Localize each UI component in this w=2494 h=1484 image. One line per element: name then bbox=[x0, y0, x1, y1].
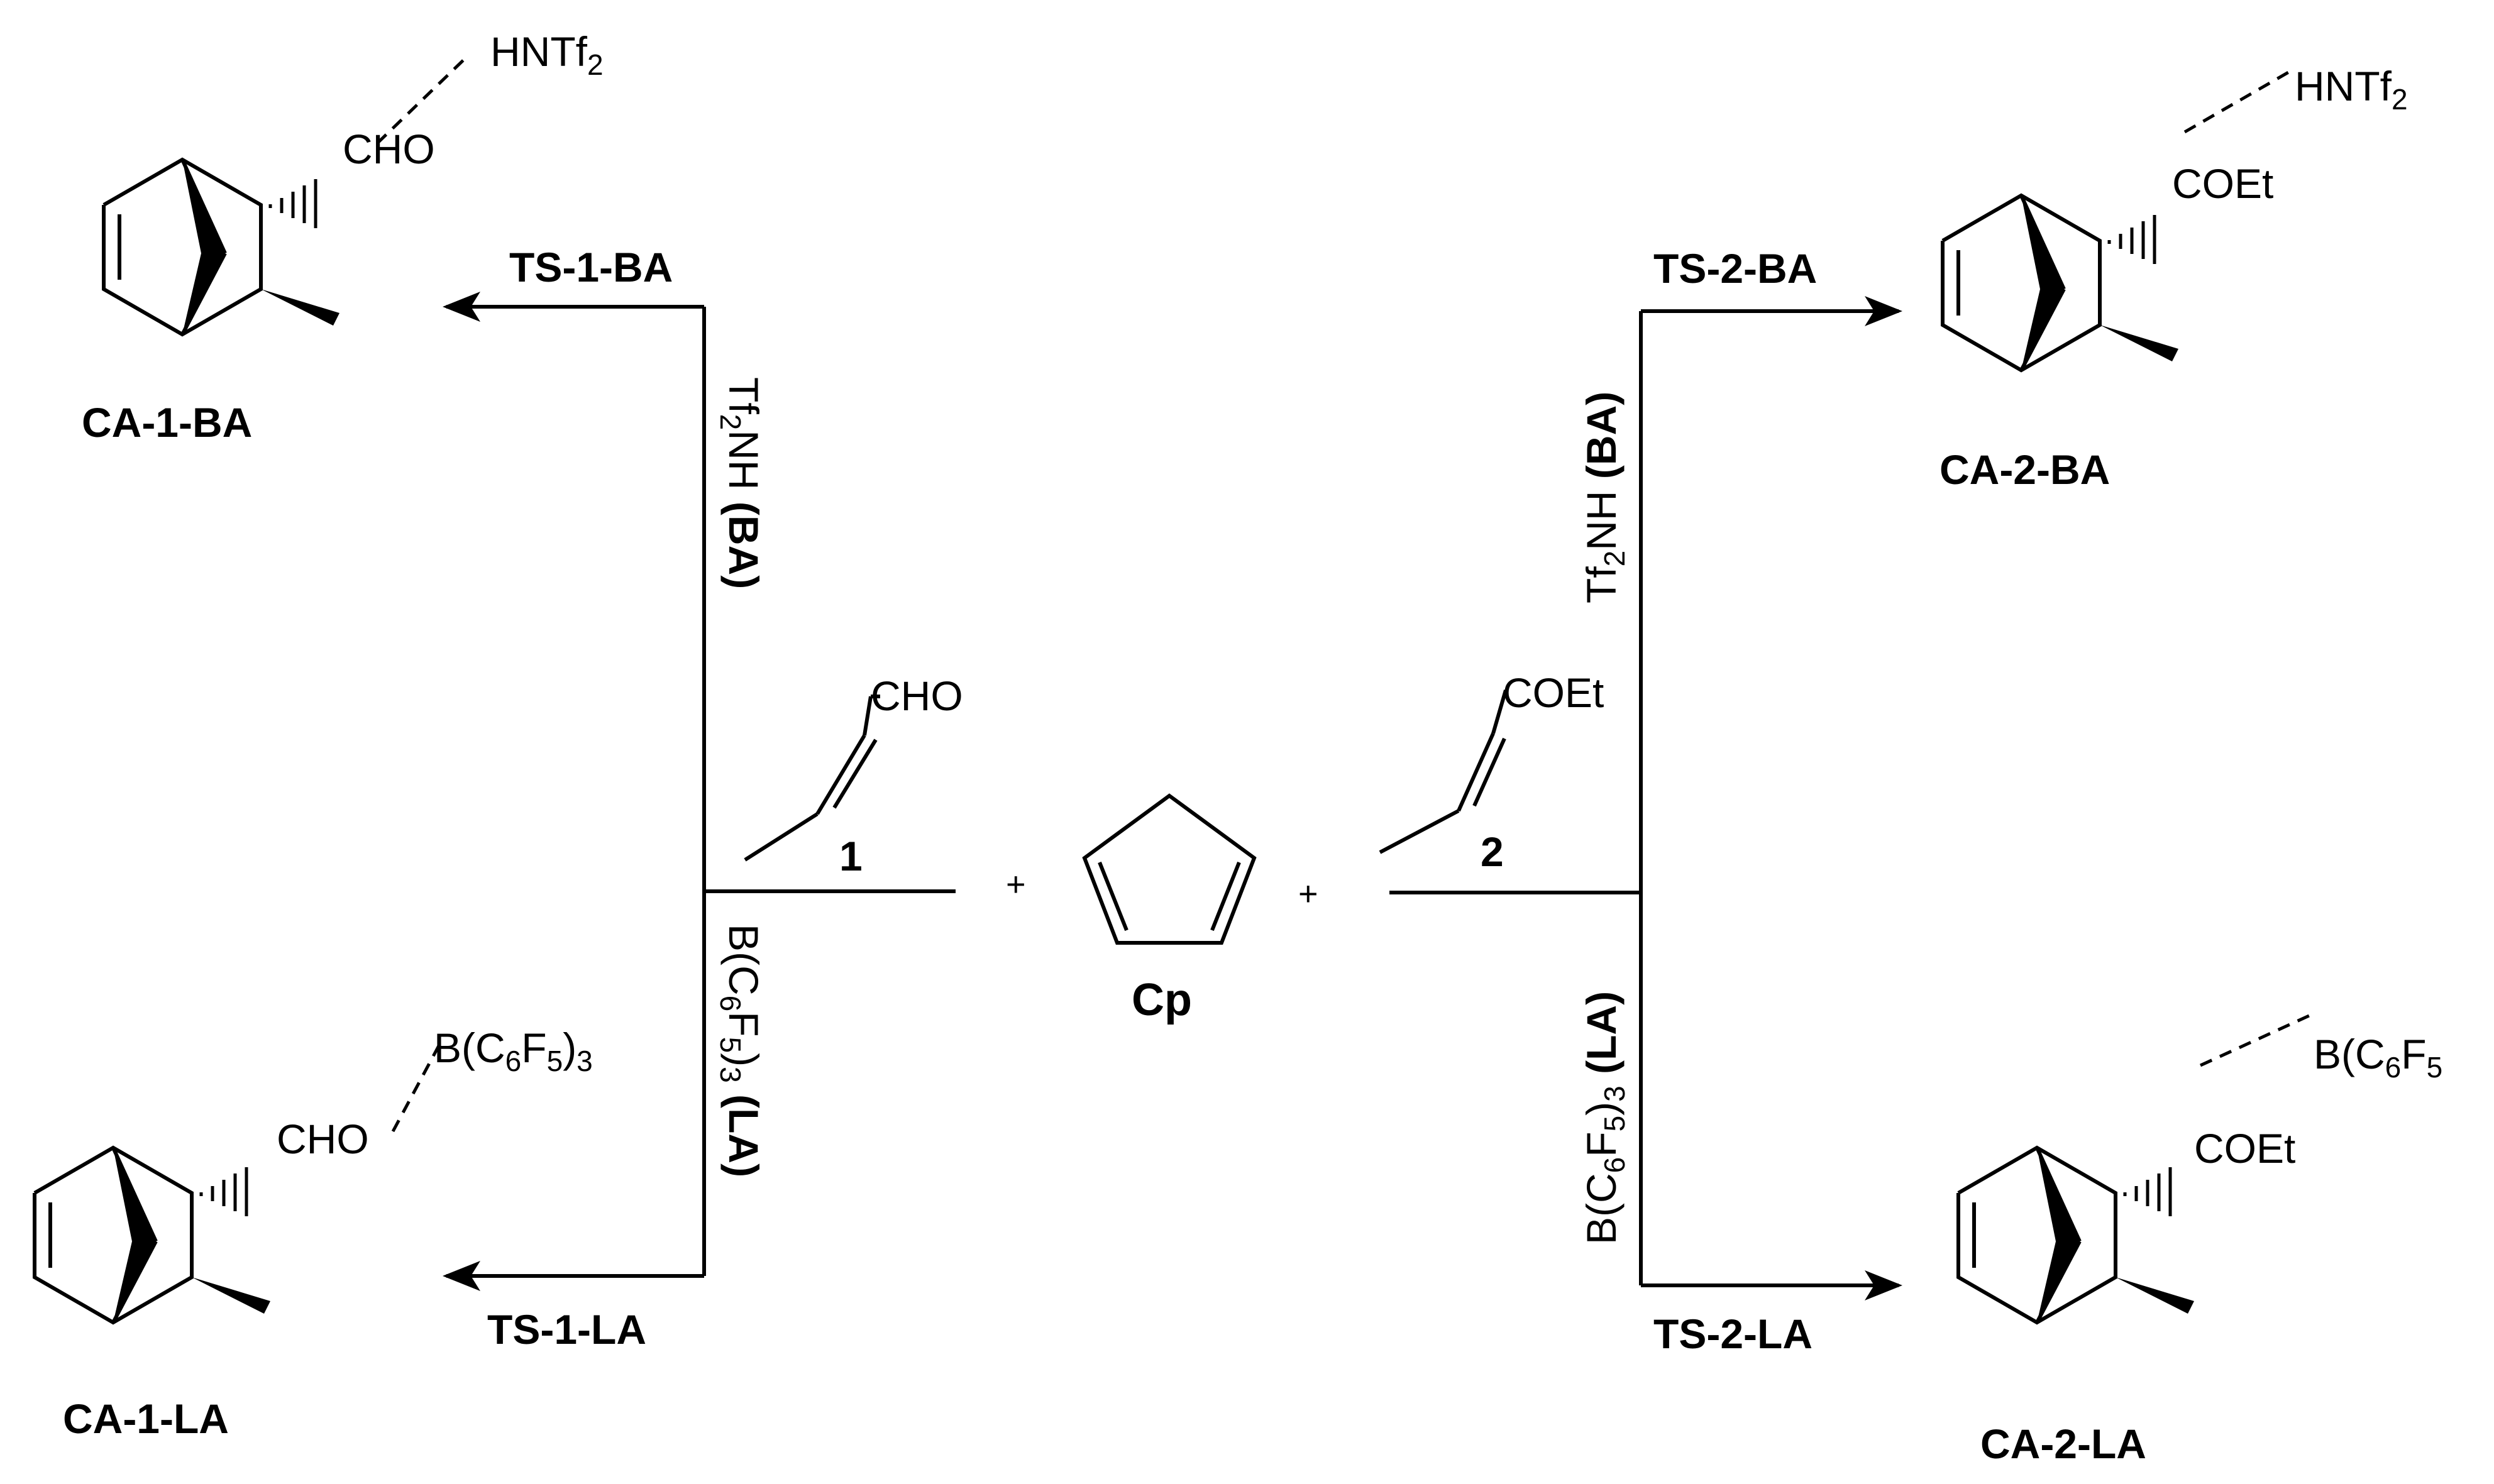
catalyst-ba-left: Tf2NH (BA) bbox=[714, 377, 767, 589]
product-ca2la-complex: B(C6F5 bbox=[2314, 1031, 2442, 1084]
product-ca2la-label: CA-2-LA bbox=[1980, 1421, 2146, 1467]
cyclopentadiene-label: Cp bbox=[1132, 975, 1192, 1025]
plus-sign-1: + bbox=[1006, 866, 1026, 903]
compound-2-label: 2 bbox=[1481, 828, 1504, 875]
crotonaldehyde-structure bbox=[744, 695, 880, 862]
ketone-group-label: COEt bbox=[1503, 669, 1604, 716]
catalyst-ba-right: Tf2NH (BA) bbox=[1578, 392, 1631, 603]
product-ca2ba-structure bbox=[1941, 70, 2290, 373]
catalyst-la-left: B(C6F5)3 (LA) bbox=[714, 924, 767, 1177]
product-ca1la-structure bbox=[33, 1042, 442, 1325]
plus-sign-2: + bbox=[1298, 875, 1318, 913]
ts1ba-label: TS-1-BA bbox=[509, 244, 673, 290]
aldehyde-group-label: CHO bbox=[871, 673, 963, 719]
vinyl-ketone-structure bbox=[1379, 690, 1508, 854]
product-ca2ba-label: CA-2-BA bbox=[1939, 446, 2110, 493]
product-ca1la-group: CHO bbox=[277, 1116, 369, 1162]
ts1la-label: TS-1-LA bbox=[487, 1306, 646, 1353]
compound-1-label: 1 bbox=[839, 833, 863, 879]
ts2la-label: TS-2-LA bbox=[1653, 1311, 1813, 1357]
product-ca1ba-structure bbox=[102, 54, 470, 337]
product-ca1la-complex: B(C6F5)3 bbox=[434, 1025, 593, 1077]
product-ca1ba-label: CA-1-BA bbox=[82, 399, 252, 446]
ts2ba-label: TS-2-BA bbox=[1653, 245, 1817, 292]
product-ca2ba-complex: HNTf2 bbox=[2295, 63, 2408, 116]
product-ca2ba-group: COEt bbox=[2172, 160, 2273, 207]
product-ca1ba-complex: HNTf2 bbox=[490, 28, 604, 81]
catalyst-la-right: B(C6F5)3 (LA) bbox=[1578, 991, 1631, 1245]
product-ca2la-structure bbox=[1956, 1013, 2312, 1325]
product-ca1ba-group: CHO bbox=[343, 126, 435, 172]
cyclopentadiene-structure bbox=[1082, 793, 1257, 945]
product-ca2la-group: COEt bbox=[2194, 1125, 2295, 1172]
product-ca1la-label: CA-1-LA bbox=[63, 1395, 229, 1442]
